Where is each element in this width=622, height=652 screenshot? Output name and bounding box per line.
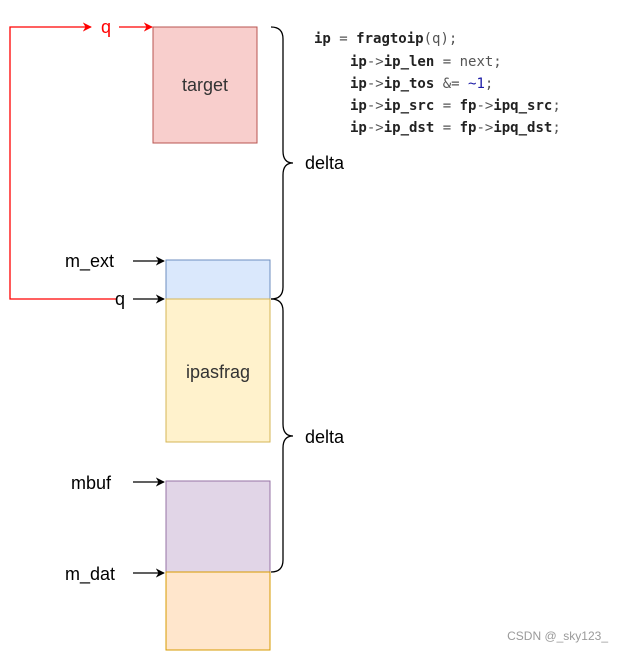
code-line-5: ip->ip_dst = fp->ipq_dst; [350, 120, 561, 136]
pointer-mbuf-label: mbuf [71, 473, 112, 493]
code-line-4: ip->ip_src = fp->ipq_src; [350, 98, 561, 114]
mbuf-block [165, 480, 271, 573]
ipasfrag-label: ipasfrag [186, 362, 250, 382]
watermark: CSDN @_sky123_ [507, 629, 608, 643]
code-line-3: ip->ip_tos &= ~1; [350, 76, 493, 92]
code-line-2: ip->ip_len = next; [350, 54, 502, 70]
pointer-m-dat-label: m_dat [65, 564, 115, 585]
lower-delta-brace [270, 298, 294, 573]
pointer-q-top-label: q [101, 17, 111, 37]
m-dat-block [165, 571, 271, 651]
ipasfrag-box [165, 298, 271, 443]
target-box [152, 26, 258, 144]
red-pointer-loop [9, 22, 116, 300]
target-label: target [182, 75, 228, 95]
code-line-1: ip = fragtoip(q); [314, 31, 457, 47]
m-ext-block [165, 259, 271, 300]
upper-delta-brace [270, 26, 294, 300]
pointer-m-ext-label: m_ext [65, 251, 114, 272]
upper-delta-label: delta [305, 153, 345, 173]
lower-delta-label: delta [305, 427, 345, 447]
pointer-q-bottom-label: q [115, 289, 125, 309]
